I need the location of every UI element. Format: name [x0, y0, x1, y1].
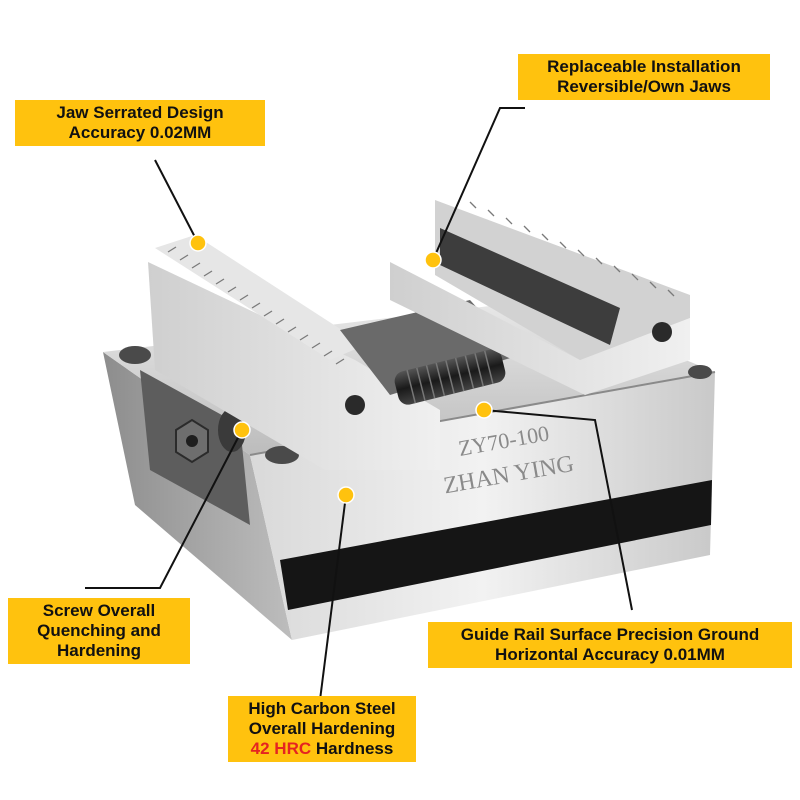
- base-hole-right: [688, 365, 712, 379]
- callout-replaceable-line2: Reversible/Own Jaws: [557, 77, 731, 96]
- dot-jaw: [189, 234, 207, 252]
- callout-steel-line1: High Carbon Steel: [248, 699, 396, 718]
- leader-replaceable: [432, 107, 525, 261]
- right-jaw-back: [435, 200, 690, 360]
- callout-screw-hardening: Screw Overall Quenching and Hardening: [8, 598, 190, 664]
- callout-screw-line2: Quenching and: [37, 621, 161, 640]
- base-hole-left: [119, 346, 151, 364]
- callout-replaceable-line1: Replaceable Installation: [547, 57, 741, 76]
- leader-guide: [483, 409, 633, 611]
- base-hole-front-left: [265, 446, 299, 464]
- callout-jaw-serrated: Jaw Serrated Design Accuracy 0.02MM: [15, 100, 265, 146]
- right-jaw-bolt-hole: [652, 322, 672, 342]
- callout-jaw-line1: Jaw Serrated Design: [56, 103, 224, 122]
- callout-guide-line2: Horizontal Accuracy 0.01MM: [495, 645, 725, 664]
- hardness-suffix: Hardness: [311, 739, 394, 758]
- right-jaw-channel: [440, 228, 620, 345]
- hardness-value-highlight: 42 HRC: [250, 739, 312, 758]
- base-black-groove: [280, 480, 712, 610]
- callout-steel-line3: 42 HRC Hardness: [236, 739, 408, 759]
- screw-threads: [406, 350, 494, 404]
- callout-screw-line1: Screw Overall: [42, 601, 156, 620]
- callout-guide-line1: Guide Rail Surface Precision Ground: [460, 625, 760, 644]
- dot-screw: [233, 421, 251, 439]
- hex-nut-hole: [186, 435, 198, 447]
- right-jaw-serrations: [469, 201, 675, 297]
- left-jaw-bolt-hole: [345, 395, 365, 415]
- leader-steel: [319, 494, 347, 701]
- callout-guide-rail: Guide Rail Surface Precision Ground Hori…: [428, 622, 792, 668]
- dot-guide: [475, 401, 493, 419]
- callout-steel-line2: Overall Hardening: [248, 719, 396, 738]
- callout-jaw-line2: Accuracy 0.02MM: [68, 123, 212, 142]
- right-jaw-body: [390, 262, 690, 395]
- dot-replaceable: [424, 251, 442, 269]
- callout-screw-line3: Hardening: [56, 641, 142, 660]
- left-jaw-serrations: [167, 246, 345, 365]
- leader-jaw: [154, 159, 199, 244]
- callout-high-carbon-steel: High Carbon Steel Overall Hardening 42 H…: [228, 696, 416, 762]
- left-jaw-top: [155, 235, 365, 360]
- leader-screw: [85, 429, 243, 589]
- dot-steel: [337, 486, 355, 504]
- callout-replaceable-jaws: Replaceable Installation Reversible/Own …: [518, 54, 770, 100]
- leader-lines: [85, 107, 633, 701]
- callout-dots: [189, 234, 493, 504]
- left-jaw-body: [148, 262, 440, 470]
